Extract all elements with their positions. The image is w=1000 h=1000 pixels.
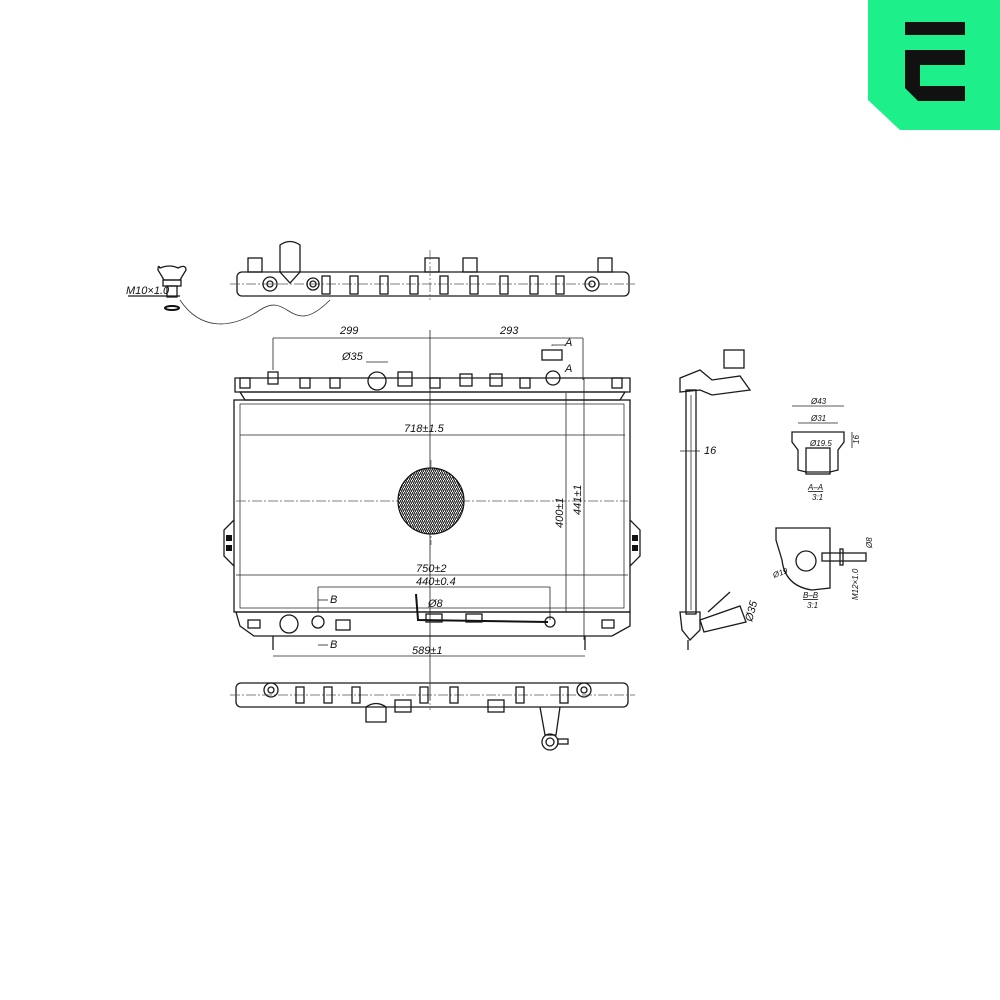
section-b-title: B–B [803,591,819,600]
section-a-dim-mid: Ø31 [810,414,826,423]
dim-core-width: 718±1.5 [404,423,445,435]
section-b-marker-top: B [330,594,337,606]
dim-pipe-diameter: Ø8 [427,598,444,610]
dim-outlet-diameter: Ø35 [743,599,760,624]
dim-right-offset: 293 [499,325,519,337]
section-a-marker-top: A [564,337,572,349]
section-a-dim-outer: Ø43 [810,397,827,406]
section-b-dim-bore: Ø19 [771,566,790,580]
section-b-dim-pipe: Ø8 [865,537,874,549]
dim-core-height: 400±1 [554,497,566,528]
section-b-dim-thread: M12×1.0 [851,568,860,600]
front-view: 299 293 Ø35 A A [223,325,641,700]
dim-filler-neck: Ø35 [341,351,364,363]
dim-overall-width: 750±2 [416,563,447,575]
brand-logo [868,0,1000,130]
dim-core-thickness: 16 [704,445,717,457]
brand-logo-icon [868,0,1000,130]
dim-pipe-spacing: 440±0.4 [416,576,456,588]
section-b-b: Ø19 Ø8 M12×1.0 B–B 3:1 [771,527,874,610]
dim-mount-spacing: 589±1 [412,645,443,657]
drain-plug-thread-label: M10×1.0 [126,285,170,297]
bottom-tank-view [230,675,635,751]
section-a-dim-inner: Ø19.5 [809,439,832,448]
dim-total-height: 441±1 [572,484,584,515]
section-b-marker-bottom: B [330,639,337,651]
section-a-dim-height: 16 [852,435,861,444]
drain-plug-detail: M10×1.0 [126,265,331,325]
section-a-a: Ø43 Ø31 Ø19.5 16 A–A 3:1 [791,397,861,502]
side-view: 16 Ø35 [679,349,761,650]
section-a-marker-bottom: A [564,363,572,375]
dim-left-offset: 299 [339,325,358,337]
section-a-scale: 3:1 [812,493,823,502]
section-a-title: A–A [807,483,823,492]
section-b-scale: 3:1 [807,601,818,610]
top-tank-view: M10×1.0 [126,240,635,325]
